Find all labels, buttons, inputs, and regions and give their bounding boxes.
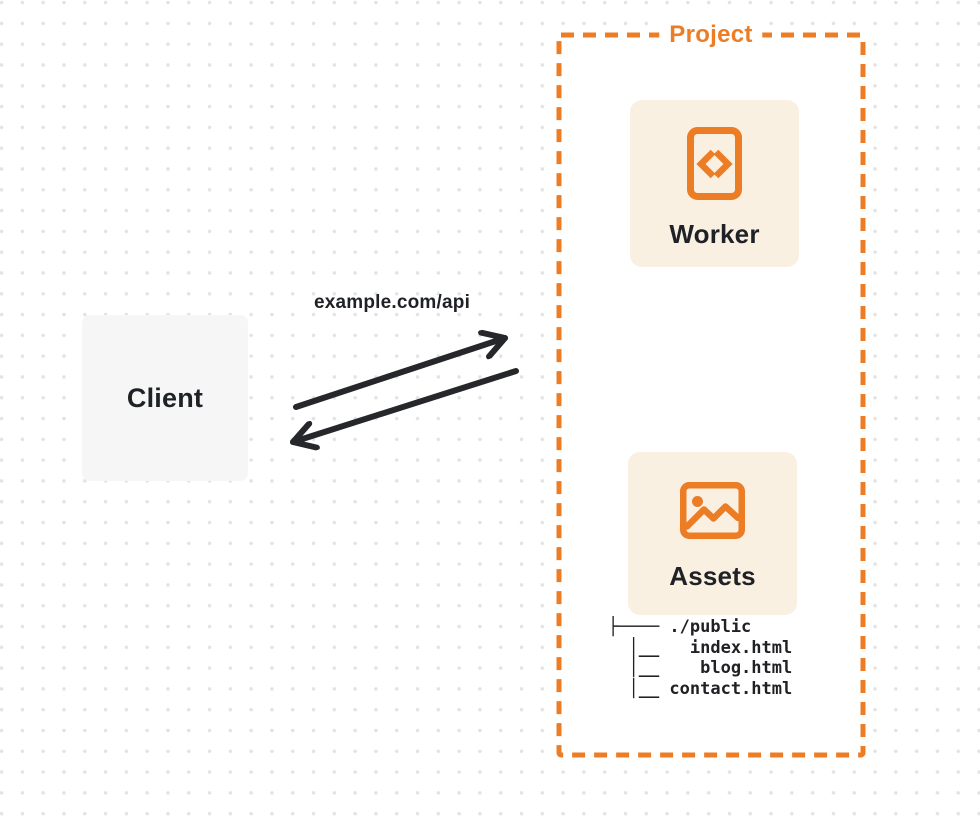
code-file-icon (687, 127, 742, 200)
response-arrow (290, 368, 519, 442)
worker-node: Worker (630, 100, 799, 267)
worker-label: Worker (669, 219, 760, 249)
file-tree-root: ├──── ./public (608, 617, 752, 637)
file-tree-file: │__ index.html (608, 637, 793, 658)
assets-node: Assets (628, 452, 797, 615)
request-url-label: example.com/api (313, 292, 471, 313)
client-label: Client (126, 382, 204, 413)
project-label: Project (659, 21, 763, 49)
file-tree: ├──── ./public │__ index.html │__ blog.h… (608, 617, 792, 699)
file-tree-file: │__ blog.html (608, 658, 793, 678)
client-node: Client (82, 315, 248, 481)
file-tree-file: │__ contact.html (608, 678, 793, 699)
image-icon (680, 482, 745, 539)
request-arrow (293, 338, 508, 410)
assets-label: Assets (669, 561, 756, 591)
